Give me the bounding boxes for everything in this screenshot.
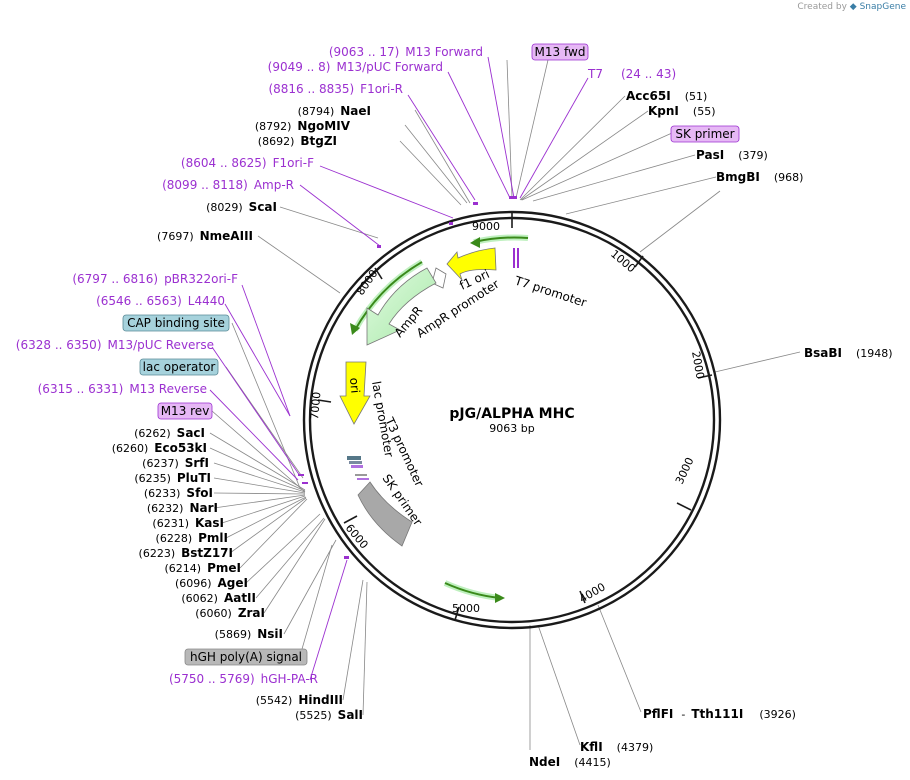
enzyme-label: Acc65I(51) — [626, 89, 707, 103]
primer-label: (6546 .. 6563)L4440 — [96, 294, 225, 308]
enzyme-labels-right: Acc65I(51) KpnI(55) PasI(379) BmgBI(968)… — [529, 89, 893, 769]
primer-leader-lines — [209, 56, 589, 681]
lac-operator-mark — [349, 461, 362, 464]
orf-arrow-left-line — [354, 261, 423, 331]
primer-label: (8604 .. 8625)F1ori-F — [181, 156, 314, 170]
orf-arrow-bottom — [443, 580, 501, 601]
snapgene-credit: Created by ◆ SnapGene — [797, 2, 906, 12]
enzyme-label: (6096)AgeI — [175, 576, 248, 590]
enzyme-labels-left: (8794)NaeI (8792)NgoMIV (8692)BtgZI (802… — [112, 104, 371, 722]
lac-operator-box — [139, 358, 219, 376]
orf-arrowhead-bottom — [495, 593, 505, 603]
ampr-promoter-feature — [431, 267, 447, 289]
orf-arrowhead-left — [350, 323, 360, 335]
tick-label: 4000 — [577, 580, 608, 605]
ori-feature — [339, 361, 371, 425]
enzyme-label: PflFI-Tth111I(3926) — [643, 707, 796, 721]
sk-primer-box — [670, 125, 740, 143]
enzyme-label: (8794)NaeI — [298, 104, 371, 118]
primer-label: T7(24 .. 43) — [587, 67, 676, 81]
enzyme-label: (5525)SalI — [295, 708, 363, 722]
enzyme-label: (8029)ScaI — [206, 200, 277, 214]
enzyme-label: (6223)BstZ17I — [139, 546, 233, 560]
primer-label: (6328 .. 6350)M13/pUC Reverse — [16, 338, 214, 352]
tick-label: 2000 — [689, 350, 707, 380]
m13-rev-box — [157, 402, 213, 420]
credit-brand: SnapGene — [859, 2, 906, 12]
tick-label: 8000 — [354, 267, 381, 297]
enzyme-label: (6228)PmlI — [156, 531, 228, 545]
primer-label: (9063 .. 17)M13 Forward — [329, 45, 483, 59]
enzyme-label: (8792)NgoMIV — [255, 119, 351, 133]
enzyme-label: (7697)NmeAIII — [157, 229, 253, 243]
leader-lines — [209, 59, 801, 750]
enzyme-label: (5869)NsiI — [215, 627, 283, 641]
m13-rev-mark — [351, 465, 363, 468]
primer-labels: (9063 .. 17)M13 Forward (9049 .. 8)M13/p… — [16, 45, 676, 686]
hgh-polya-label: hGH poly(A) signal — [190, 650, 302, 664]
enzyme-label: (6231)KasI — [152, 516, 224, 530]
ampr-feature — [366, 267, 437, 346]
enzyme-label: (8692)BtgZI — [258, 134, 337, 148]
enzyme-label: KflI(4379) — [580, 740, 653, 754]
plasmid-name: pJG/ALPHA MHC — [449, 406, 574, 422]
cap-site-box — [122, 314, 230, 332]
tick-label: 9000 — [472, 220, 500, 233]
tick-label: 7000 — [308, 391, 323, 420]
lac-operator-label: lac operator — [143, 360, 216, 374]
enzyme-label: (6237)SrfI — [142, 456, 209, 470]
enzyme-label: (6233)SfoI — [144, 486, 213, 500]
primer-label: (6797 .. 6816)pBR322ori-F — [72, 272, 238, 286]
m13-fwd-label: M13 fwd — [535, 45, 586, 59]
cap-site-label: CAP binding site — [127, 316, 225, 330]
primer-label: (8816 .. 8835)F1ori-R — [268, 82, 403, 96]
enzyme-label: (6060)ZraI — [195, 606, 265, 620]
enzyme-label: (6232)NarI — [147, 501, 218, 515]
orf-arrowhead-top — [470, 237, 480, 248]
enzyme-label: BsaBI(1948) — [804, 346, 893, 360]
tick-label: 3000 — [673, 455, 697, 486]
primer-label: (8099 .. 8118)Amp-R — [162, 178, 294, 192]
enzyme-label: (6235)PluTI — [134, 471, 211, 485]
plasmid-size: 9063 bp — [489, 422, 534, 435]
enzyme-label: (6262)SacI — [134, 426, 205, 440]
f1-ori-feature — [446, 247, 497, 281]
sk-mark — [357, 478, 369, 480]
enzyme-label: (6214)PmeI — [165, 561, 241, 575]
t7-promoter-label: T7 promoter — [512, 273, 588, 310]
enzyme-label: BmgBI(968) — [716, 170, 803, 184]
credit-text: Created by — [797, 2, 847, 12]
enzyme-label: (6062)AatII — [181, 591, 256, 605]
hgh-polya-box — [184, 648, 308, 666]
enzyme-label: NdeI(4415) — [529, 755, 611, 769]
primer-label: (5750 .. 5769)hGH-PA-R — [169, 672, 318, 686]
sk-primer-box-label: SK primer — [675, 127, 734, 141]
primer-markers — [298, 196, 519, 559]
primer-label: (6315 .. 6331)M13 Reverse — [38, 382, 207, 396]
enzyme-label: PasI(379) — [696, 148, 768, 162]
tick-label: 5000 — [452, 602, 480, 615]
tick-marks — [317, 212, 713, 621]
boxed-labels: M13 fwd SK primer CAP binding site lac o… — [122, 43, 740, 666]
lac-region-features — [347, 456, 369, 480]
t3-promoter-mark — [355, 474, 367, 476]
enzyme-label: (6260)Eco53kI — [112, 441, 207, 455]
enzyme-label: KpnI(55) — [648, 104, 716, 118]
m13-fwd-box — [531, 43, 589, 61]
ori-label: ori — [347, 377, 362, 394]
snapgene-logo-icon: ◆ — [849, 2, 857, 12]
cap-site-mark — [347, 456, 361, 460]
enzyme-label: (5542)HindIII — [256, 693, 343, 707]
mcs-gray-feature — [357, 481, 413, 547]
m13-rev-label: M13 rev — [161, 404, 210, 418]
primer-label: (9049 .. 8)M13/pUC Forward — [268, 60, 443, 74]
